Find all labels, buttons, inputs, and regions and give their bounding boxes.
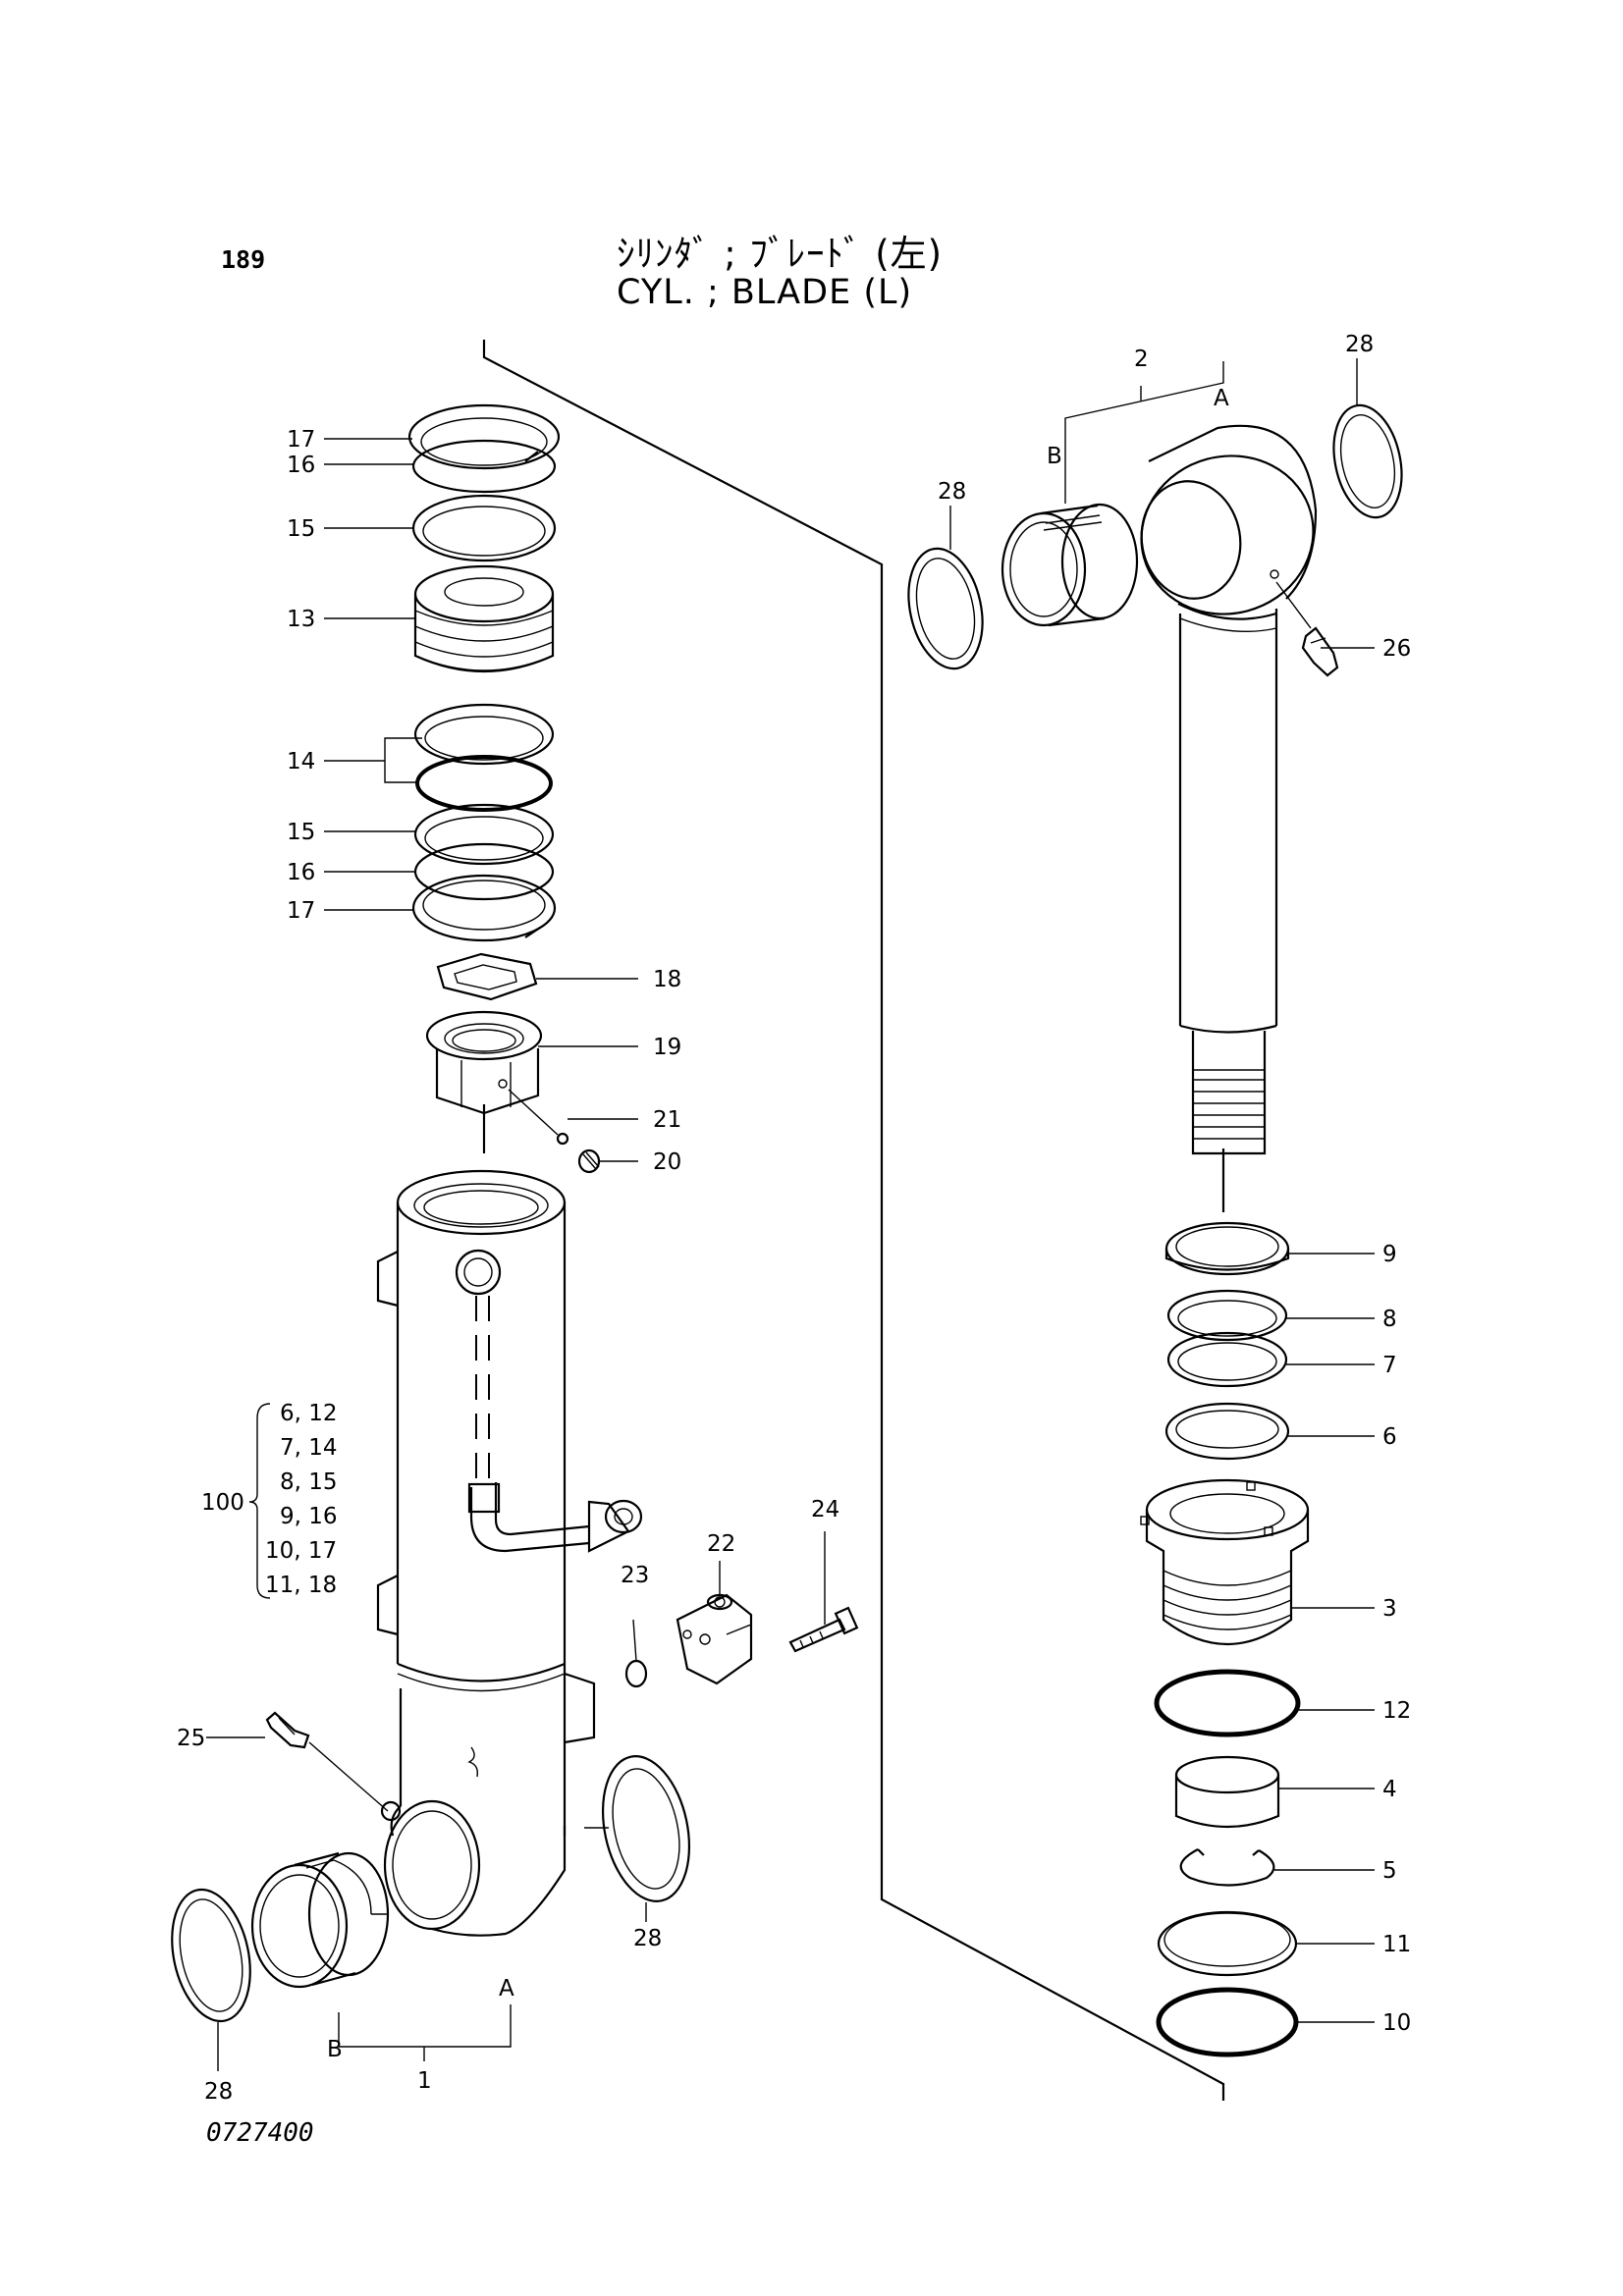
bushing-4 (1174, 1755, 1280, 1829)
label-A-right: A (1214, 386, 1229, 411)
callout-24: 24 (811, 1497, 839, 1522)
callout-25: 25 (177, 1726, 205, 1751)
ball-21 (508, 1089, 569, 1146)
callout-10: 10 (1382, 2010, 1411, 2036)
ring-7 (1166, 1331, 1288, 1388)
washer-18 (436, 952, 538, 1001)
piston-rod-2 (1140, 424, 1318, 1155)
kit-item-3: 8, 15 (280, 1469, 338, 1495)
callout-22: 22 (707, 1531, 735, 1557)
page-number: 189 (221, 245, 266, 274)
drawing-number: 0727400 (206, 2118, 314, 2148)
callout-20: 20 (653, 1149, 681, 1175)
title-japanese: ｼﾘﾝﾀﾞ ; ﾌﾞﾚｰﾄﾞ (左) (617, 233, 944, 275)
ring-10 (1156, 1987, 1299, 2057)
callout-4: 4 (1382, 1777, 1397, 1802)
callout-6: 6 (1382, 1424, 1397, 1450)
callout-labels: 17 16 15 13 14 15 16 17 18 19 21 20 23 2… (177, 332, 1411, 2105)
kit-item-1: 6, 12 (280, 1401, 338, 1426)
callout-5: 5 (1382, 1858, 1397, 1884)
piston-3 (1140, 1478, 1310, 1645)
ring-6 (1164, 1402, 1290, 1461)
ring-15-lower (413, 803, 555, 866)
seal-28-left-bushing (171, 1888, 251, 2071)
ring-11 (1157, 1910, 1298, 1977)
flange-22 (676, 1593, 753, 1685)
callout-28-left-bushing: 28 (204, 2079, 233, 2105)
callout-15-upper: 15 (287, 516, 315, 542)
callout-19: 19 (653, 1035, 681, 1060)
ring-9 (1164, 1221, 1290, 1276)
ring-17-upper (407, 403, 561, 470)
callout-28-left-eye: 28 (633, 1926, 662, 1951)
seal-28-left-eye (584, 1755, 691, 1902)
callout-14: 14 (287, 749, 315, 774)
callout-17-lower: 17 (287, 898, 315, 924)
ring-12 (1154, 1669, 1301, 1737)
ring-16-upper (411, 439, 557, 494)
ring-15-upper (411, 494, 557, 562)
o-ring-23 (624, 1659, 648, 1688)
kit-item-5: 10, 17 (265, 1538, 337, 1564)
label-B-right: B (1047, 444, 1062, 469)
callout-12: 12 (1382, 1698, 1411, 1724)
gland-nut-19 (425, 1010, 543, 1115)
ring-14-pair (413, 703, 555, 812)
ring-8 (1166, 1289, 1288, 1342)
callout-23: 23 (621, 1563, 649, 1588)
bolt-24 (788, 1606, 859, 1653)
callout-28-right-bushing: 28 (938, 479, 966, 505)
seal-28-right-bushing (907, 506, 984, 670)
cylinder-tube-1 (308, 1169, 643, 1937)
callout-11: 11 (1382, 1932, 1411, 1957)
kit-item-4: 9, 16 (280, 1504, 338, 1529)
kit-item-6: 11, 18 (265, 1573, 337, 1598)
callout-16-lower: 16 (287, 860, 315, 885)
bushing-left (250, 1851, 390, 1989)
callout-7: 7 (1382, 1353, 1397, 1378)
callout-28-right-eye: 28 (1345, 332, 1374, 357)
bushing-right (1001, 503, 1139, 627)
label-A-left: A (499, 1976, 514, 2002)
kit-item-2: 7, 14 (280, 1435, 338, 1461)
callout-1: 1 (417, 2068, 432, 2094)
grease-nipple-26 (1301, 626, 1339, 677)
callout-15-lower: 15 (287, 820, 315, 845)
callout-26: 26 (1382, 636, 1411, 662)
callout-18: 18 (653, 967, 681, 992)
callout-8: 8 (1382, 1307, 1397, 1332)
callout-16-upper: 16 (287, 453, 315, 478)
kit-number-100: 100 (201, 1490, 244, 1516)
grease-nipple-25 (265, 1711, 310, 1749)
callout-21: 21 (653, 1107, 681, 1133)
callout-13: 13 (287, 607, 315, 632)
callout-17-upper: 17 (287, 427, 315, 453)
ring-16-lower (413, 842, 555, 901)
leader-lines (206, 361, 1375, 2061)
snap-ring-5 (1179, 1848, 1275, 1887)
assembly-boundary-lines (482, 340, 1225, 2101)
ring-17-lower (411, 874, 557, 942)
seal-28-right-eye (1332, 358, 1403, 519)
callout-9: 9 (1382, 1242, 1397, 1267)
plug-20 (577, 1148, 601, 1174)
label-B-left: B (327, 2037, 343, 2062)
packing-13 (413, 564, 555, 673)
title-english: CYL. ; BLADE (L) (617, 273, 913, 312)
callout-2: 2 (1134, 347, 1149, 372)
callout-3: 3 (1382, 1596, 1397, 1622)
